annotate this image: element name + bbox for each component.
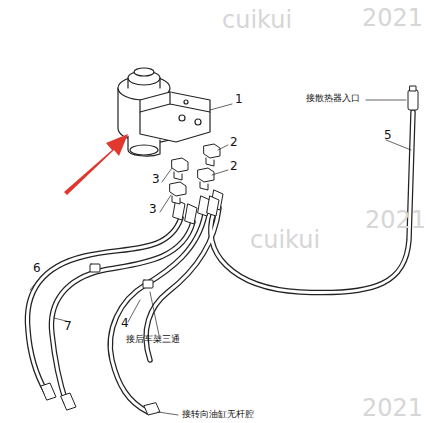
callout-number: 2 xyxy=(230,160,238,172)
watermark: cuikui xyxy=(250,228,320,252)
watermark: cuikui xyxy=(222,8,292,32)
callout-number: 1 xyxy=(235,93,243,105)
watermark: 2021 xyxy=(365,208,426,232)
callout-number: 7 xyxy=(64,320,72,332)
callout-number: 6 xyxy=(33,262,41,274)
callout-number: 3 xyxy=(152,173,160,185)
callout-number: 5 xyxy=(384,129,392,141)
port-note: 接后车架三通 xyxy=(126,335,180,344)
watermark: 2021 xyxy=(362,396,423,420)
port-note: 接转向油缸无杆腔 xyxy=(182,410,254,419)
callout-number: 3 xyxy=(149,203,157,215)
port-note: 接散热器入口 xyxy=(306,94,360,103)
callout-number: 2 xyxy=(230,136,238,148)
red-arrow xyxy=(64,134,128,195)
callout-number: 4 xyxy=(121,317,129,329)
watermark: 2021 xyxy=(362,6,423,30)
